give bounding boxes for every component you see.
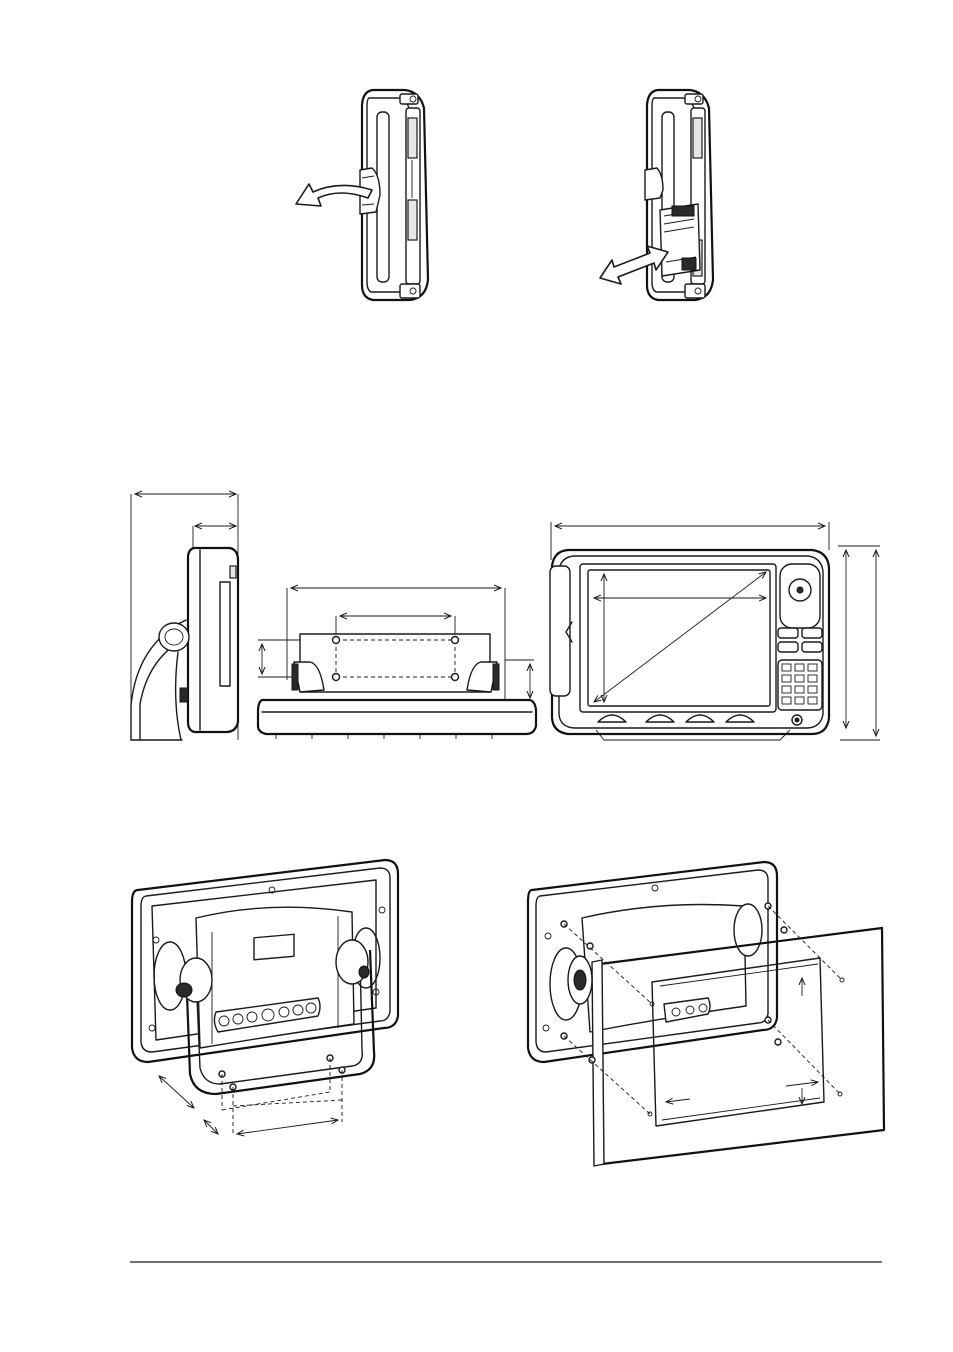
front-view — [550, 522, 880, 740]
top-view — [258, 588, 536, 739]
side-view — [131, 494, 238, 740]
double-arrow-icon — [600, 246, 668, 284]
figure-dimension-views — [131, 494, 880, 740]
keypad — [778, 564, 822, 725]
memory-card-icon — [660, 204, 700, 276]
figure-card-cover-open — [296, 90, 428, 300]
figure-flush-mount — [528, 862, 884, 1166]
softkey-row — [598, 715, 754, 722]
figure-card-insert-remove — [600, 90, 713, 300]
figure-bracket-mount — [132, 860, 398, 1136]
